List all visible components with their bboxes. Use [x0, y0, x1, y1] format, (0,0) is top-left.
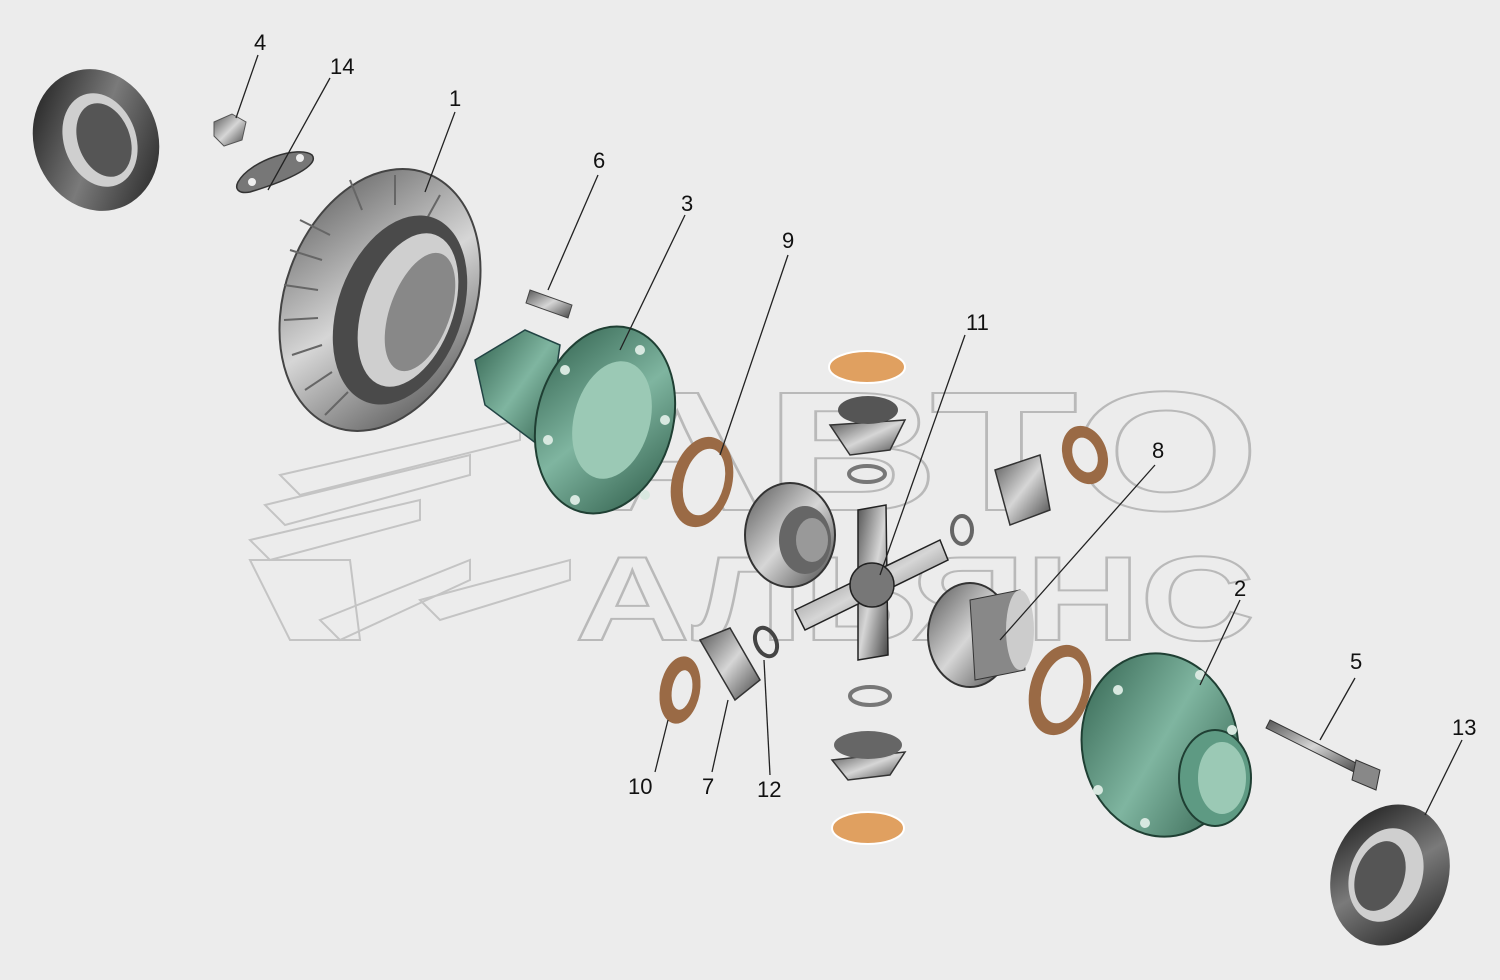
part-12-ring: [752, 625, 780, 659]
callout-14: 14: [330, 54, 354, 79]
callout-12: 12: [757, 777, 781, 802]
callout-7: 7: [702, 774, 714, 799]
part-8-side-gear: [927, 582, 1034, 688]
part-13-bearing: [1330, 804, 1450, 946]
callout-11: 11: [966, 310, 989, 335]
right-pinion-group: [950, 425, 1109, 546]
callouts: 1 2 3 4 5 6 7 8 9 10 11 12 13 14: [254, 30, 1476, 802]
callout-5: 5: [1350, 649, 1362, 674]
callout-9: 9: [782, 228, 794, 253]
part-5-bolt: [1265, 719, 1381, 791]
watermark-logo: [248, 418, 571, 642]
part-3-housing: [474, 325, 677, 515]
part-6-pin: [525, 289, 573, 319]
callout-4: 4: [254, 30, 266, 55]
callout-2: 2: [1234, 576, 1246, 601]
callout-3: 3: [681, 191, 693, 216]
part-11-spider-cross: [793, 504, 949, 661]
callout-1: 1: [449, 86, 461, 111]
bearing-left: [32, 69, 160, 211]
part-14-lock-plate: [236, 151, 315, 194]
leader-lines: [235, 54, 1463, 816]
side-gear-left: [744, 482, 836, 588]
part-2-housing: [1080, 652, 1252, 838]
part-7-pinion: [698, 627, 761, 702]
bottom-pinion-group: [830, 685, 907, 845]
part-4-nut: [213, 113, 247, 147]
washer-right-large: [1028, 644, 1092, 736]
top-pinion-group: [828, 350, 907, 484]
callout-10: 10: [628, 774, 652, 799]
part-9-washer: [670, 436, 734, 528]
callout-13: 13: [1452, 715, 1476, 740]
part-10-washer: [659, 656, 701, 724]
part-1-crown-gear: [278, 168, 482, 432]
callout-8: 8: [1152, 438, 1164, 463]
callout-6: 6: [593, 148, 605, 173]
